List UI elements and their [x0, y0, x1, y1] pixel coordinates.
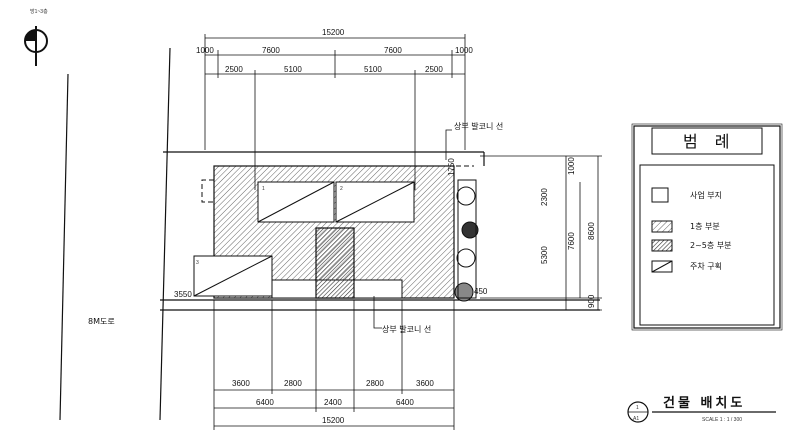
north-arrow-label: 방1~3층 [30, 8, 48, 15]
legend-swatch-site [651, 187, 669, 203]
dim-top-r3-3: 2500 [425, 65, 443, 74]
legend-item-1f: 1층 부분 [690, 222, 720, 231]
balcony-leaders [373, 129, 452, 329]
dim-top-r2-2: 7600 [384, 46, 402, 55]
legend-title: 범 례 [683, 132, 736, 151]
balcony-bottom-label: 상부 발코니 선 [382, 324, 431, 334]
legend: 범 례 사업 부지 1층 부분 2~5층 부분 주차 구획 [631, 123, 783, 331]
dim-right-inner-3: 900 [587, 294, 596, 308]
dim-top-r3-0: 2500 [225, 65, 243, 74]
parking-bays [193, 181, 415, 297]
dim-top-offset: 1750 [447, 158, 456, 176]
road-label: 8M도로 [88, 317, 115, 326]
title-symbol-top: 1 [636, 405, 639, 411]
dim-bot-r1-2: 2800 [366, 379, 384, 388]
legend-swatch-2f [651, 239, 673, 252]
dim-top-r2-1: 7600 [262, 46, 280, 55]
dim-top-r3-2: 5100 [364, 65, 382, 74]
legend-item-parking: 주차 구획 [690, 261, 722, 271]
drawing-scale: SCALE 1 : 1 / 300 [702, 417, 742, 423]
parking-markers: 1 2 3 [196, 186, 343, 266]
svg-text:2: 2 [340, 186, 343, 192]
dim-right-inner-1: 2300 [540, 188, 549, 206]
dim-bot-r2-2: 6400 [396, 398, 414, 407]
svg-text:3: 3 [196, 260, 199, 266]
drawing-title: 건물 배치도 [663, 395, 745, 411]
dim-right-mid: 7600 [567, 232, 576, 250]
dim-left-offset: 3550 [174, 290, 192, 299]
dim-bot-r2-1: 2400 [324, 398, 342, 407]
dim-bot-r1-0: 3600 [232, 379, 250, 388]
title-block: 1 A1 건물 배치도 SCALE 1 : 1 / 300 [627, 395, 776, 423]
right-dimensions [480, 155, 602, 311]
trees [454, 179, 479, 302]
dim-right-offset: 450 [474, 287, 488, 296]
svg-text:1: 1 [262, 186, 265, 192]
bottom-dimensions [213, 300, 455, 430]
north-arrow: 방1~3층 [24, 8, 48, 66]
dim-right-outer: 8600 [587, 222, 596, 240]
legend-item-site: 사업 부지 [690, 191, 722, 200]
balcony-outline [201, 165, 474, 299]
legend-swatch-1f [651, 220, 673, 233]
balcony-top-label: 상부 발코니 선 [454, 121, 503, 131]
dim-bot-r1-1: 2800 [284, 379, 302, 388]
dim-bot-r1-3: 3600 [416, 379, 434, 388]
dim-top-r2-0: 1000 [196, 46, 214, 55]
title-symbol-bottom: A1 [633, 416, 639, 422]
top-dimensions [204, 34, 466, 190]
dim-right-inner-2: 5300 [540, 246, 549, 264]
dim-bot-r2-0: 6400 [256, 398, 274, 407]
dim-top-total: 15200 [322, 28, 345, 37]
dim-top-r2-3: 1000 [455, 46, 473, 55]
dim-right-inner-0: 1000 [567, 157, 576, 175]
dim-top-r3-1: 5100 [284, 65, 302, 74]
legend-item-2f: 2~5층 부분 [690, 241, 732, 250]
dim-bot-total: 15200 [322, 416, 345, 425]
